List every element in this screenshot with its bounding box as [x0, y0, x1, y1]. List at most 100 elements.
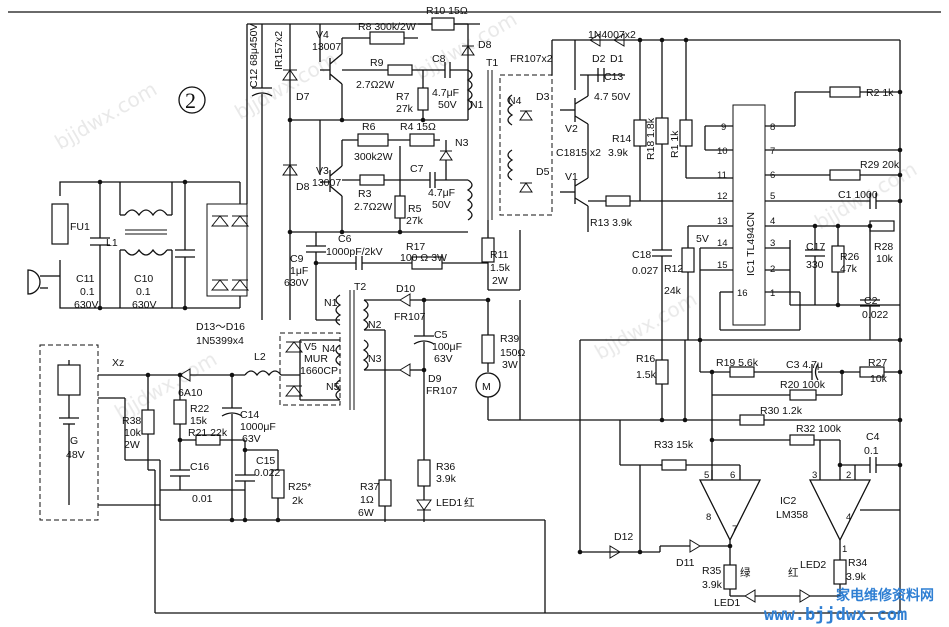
label-r5: R5: [408, 203, 422, 215]
label-r14-val: 3.9k: [608, 147, 629, 159]
label-r2: R2 1k: [866, 87, 894, 99]
label-c8-val2: 50V: [438, 99, 457, 111]
op1-pin6: 6: [730, 470, 735, 481]
label-v3-type: 13007: [312, 177, 341, 189]
site-watermark: 家电维修资料网 www.bjjdwx.com: [764, 587, 934, 625]
label-r11: R11: [490, 249, 509, 261]
label-l1: L1: [106, 237, 118, 249]
label-red: 红: [464, 496, 475, 509]
label-c17: C17: [806, 241, 825, 253]
label-r11-val1: 1.5k: [490, 262, 511, 274]
label-n4-t2: N4: [322, 343, 336, 355]
label-r17-val: 100 Ω 3W: [400, 252, 447, 264]
ic1-pin2: 2: [770, 264, 775, 275]
op2-pin4: 4: [846, 512, 851, 523]
ic1-pin14: 14: [717, 238, 728, 249]
label-r12: R12: [664, 263, 683, 275]
ic1-pin9: 9: [721, 122, 726, 133]
label-c6-val: 1000pF/2kV: [326, 246, 383, 258]
label-c9-val2: 630V: [284, 277, 309, 289]
label-r25: R25*: [288, 481, 311, 493]
label-n1-t2: N1: [324, 297, 338, 309]
label-v5-type2: 1660CP: [300, 365, 338, 377]
label-r21: R21 22k: [188, 427, 228, 439]
label-c10: C10: [134, 273, 153, 285]
label-r35: R35: [702, 565, 721, 577]
label-c2-val: 0.022: [862, 309, 888, 321]
label-c8: C8: [432, 53, 446, 65]
label-c17-val: 330: [806, 259, 824, 271]
label-r11-val2: 2W: [492, 275, 508, 287]
label-motor: M: [482, 381, 491, 393]
label-n3: N3: [455, 137, 469, 149]
label-r20: R20 100k: [780, 379, 826, 391]
label-r10: R10 15Ω: [426, 5, 468, 17]
label-fr107x2: FR107x2: [510, 53, 553, 65]
label-r38-val1: 10k: [124, 427, 142, 439]
ic1-pin6: 6: [770, 170, 775, 181]
tl494-section: [652, 40, 903, 600]
half-bridge-section: [246, 17, 514, 320]
label-c7-val2: 50V: [432, 199, 451, 211]
label-c14-val1: 1000μF: [240, 421, 276, 433]
label-r19: R19 5.6k: [716, 357, 759, 369]
watermark-cn: 家电维修资料网: [836, 587, 934, 604]
label-n1: N1: [470, 99, 484, 111]
label-1n4007: 1N4007x2: [588, 29, 636, 41]
label-c5-val2: 63V: [434, 353, 453, 365]
label-r37: R37: [360, 481, 379, 493]
label-c9: C9: [290, 253, 304, 265]
op2-pin3: 3: [812, 470, 817, 481]
op2-pin1: 1: [842, 544, 847, 555]
label-c6: C6: [338, 233, 352, 245]
label-v4: V4: [316, 29, 329, 41]
label-fuse2: 6A10: [178, 387, 203, 399]
label-d2: D2: [592, 53, 606, 65]
label-c8-val1: 4.7μF: [432, 87, 459, 99]
label-c4-val: 0.1: [864, 445, 879, 457]
label-r39: R39: [500, 333, 519, 345]
label-led2: LED2: [800, 559, 826, 571]
label-red2: 红: [788, 566, 799, 579]
label-d12: D12: [614, 531, 633, 543]
label-green: 绿: [740, 566, 751, 579]
label-fr107-2: FR107: [426, 385, 458, 397]
t2-section: [316, 230, 521, 522]
svg-text:bjjdwx.com: bjjdwx.com: [411, 7, 522, 85]
component-labels: 2 C12 68μ450V IR157x2 D7 D8 V4 13007 R8 …: [66, 5, 900, 609]
label-r29: R29 20k: [860, 159, 900, 171]
label-r27-val: 10k: [870, 373, 888, 385]
label-c7-val1: 4.7μF: [428, 187, 455, 199]
label-r6-val: 300k2W: [354, 151, 393, 163]
label-r22: R22: [190, 403, 209, 415]
label-r4: R4 15Ω: [400, 121, 436, 133]
label-r1: R1 1k: [669, 130, 681, 158]
label-c16: C16: [190, 461, 209, 473]
label-r18: R18 1.8k: [645, 117, 657, 160]
ic1-pin5: 5: [770, 191, 775, 202]
label-r39-val2: 3W: [502, 359, 518, 371]
label-ir157: IR157x2: [273, 31, 285, 70]
op2-pin2: 2: [846, 470, 851, 481]
label-c18: C18: [632, 249, 651, 261]
label-r17: R17: [406, 241, 425, 253]
label-c1: C1 1000: [838, 189, 878, 201]
label-n3-t2: N3: [368, 353, 382, 365]
drive-section: [499, 33, 900, 232]
label-r26: R26: [840, 251, 859, 263]
label-v5-type1: MUR: [304, 353, 328, 365]
label-fr107-1: FR107: [394, 311, 426, 323]
label-t1: T1: [486, 57, 498, 69]
label-r28-val: 10k: [876, 253, 894, 265]
label-r3: R3: [358, 188, 372, 200]
label-r16: R16: [636, 353, 655, 365]
label-g-val: 48V: [66, 449, 85, 461]
label-g: G: [70, 435, 78, 447]
label-c1815: C1815 x2: [556, 147, 601, 159]
label-r33: R33 15k: [654, 439, 694, 451]
label-d8: D8: [478, 39, 492, 51]
ac-input-section: [27, 179, 250, 311]
ic1-pin13: 13: [717, 216, 728, 227]
label-r28: R28: [874, 241, 893, 253]
